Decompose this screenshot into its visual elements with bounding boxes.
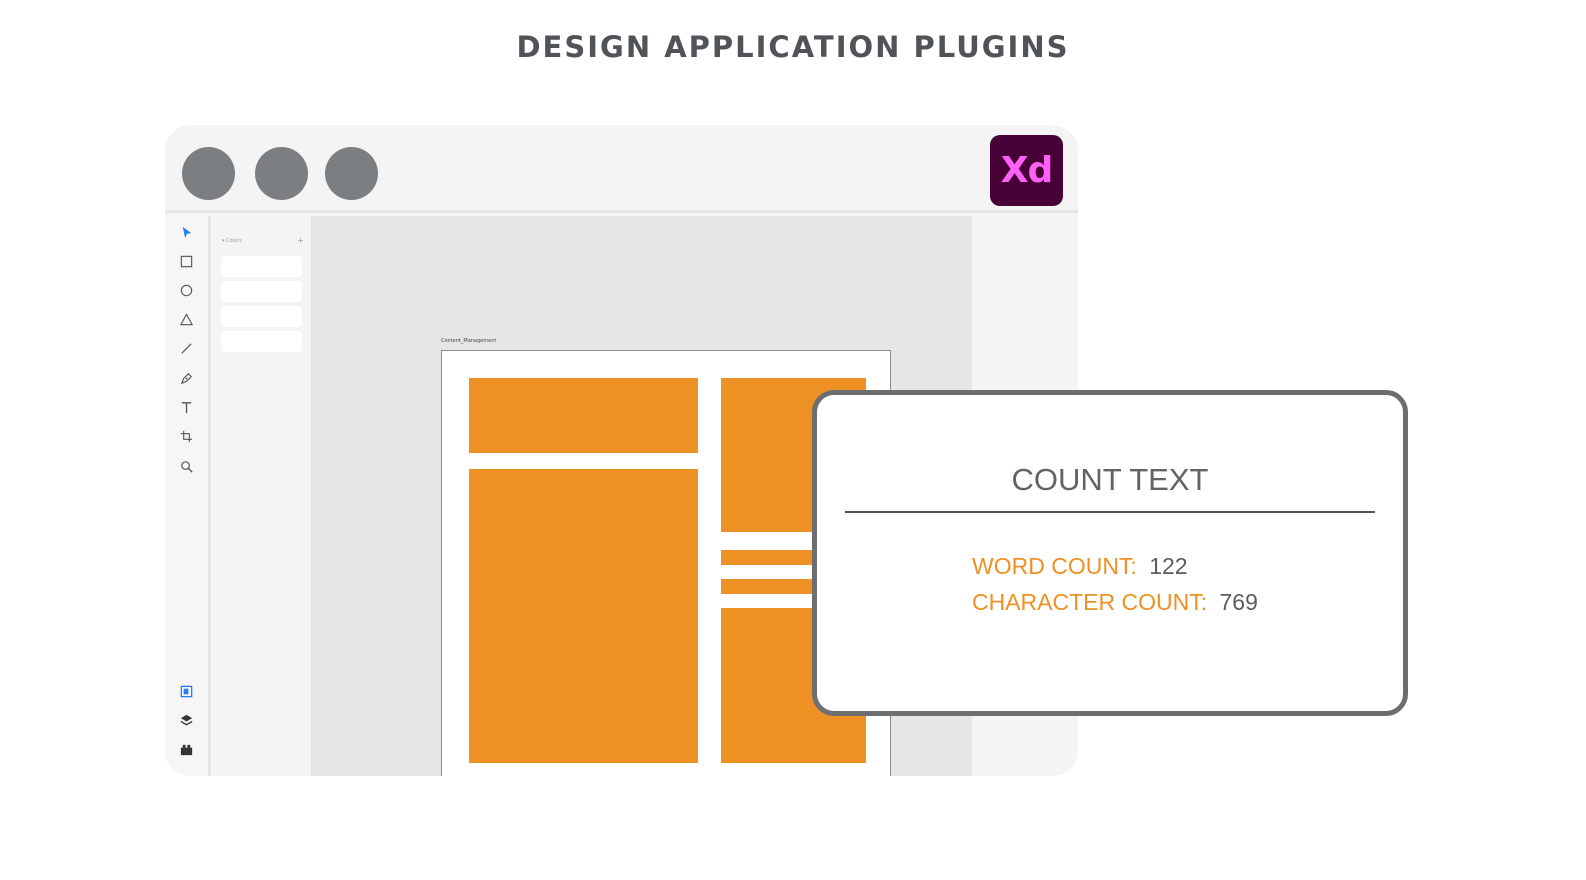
character-count-row: CHARACTER COUNT: 769 xyxy=(972,589,1258,616)
assets-colors-label: Colors xyxy=(226,238,242,244)
assets-panel: ▾ Colors + xyxy=(212,220,310,776)
tool-bar xyxy=(165,216,211,776)
color-swatch[interactable] xyxy=(221,331,302,352)
layout-block-main[interactable] xyxy=(469,469,698,763)
artboard-tool-icon[interactable] xyxy=(176,426,196,446)
word-count-value: 122 xyxy=(1149,553,1188,579)
page-title: DESIGN APPLICATION PLUGINS xyxy=(516,30,1070,64)
assets-panel-icon[interactable] xyxy=(176,681,196,701)
window-close-button[interactable] xyxy=(182,147,235,200)
xd-logo-text: Xd xyxy=(1000,150,1054,191)
window-minimize-button[interactable] xyxy=(255,147,308,200)
plugins-panel-icon[interactable] xyxy=(176,739,196,759)
character-count-value: 769 xyxy=(1219,589,1258,615)
xd-logo: Xd xyxy=(990,135,1063,206)
pen-tool-icon[interactable] xyxy=(176,368,196,388)
divider xyxy=(845,511,1375,513)
color-swatch[interactable] xyxy=(221,306,302,327)
word-count-row: WORD COUNT: 122 xyxy=(972,553,1188,580)
color-swatch[interactable] xyxy=(221,256,302,277)
line-tool-icon[interactable] xyxy=(176,338,196,358)
text-tool-icon[interactable] xyxy=(176,397,196,417)
assets-colors-header[interactable]: ▾ Colors + xyxy=(222,236,304,245)
rectangle-tool-icon[interactable] xyxy=(176,251,196,271)
chevron-down-icon: ▾ xyxy=(222,238,225,244)
title-bar: Xd xyxy=(165,125,1078,213)
add-color-button[interactable]: + xyxy=(297,236,304,245)
count-text-plugin-panel: COUNT TEXT WORD COUNT: 122 CHARACTER COU… xyxy=(812,390,1408,716)
polygon-tool-icon[interactable] xyxy=(176,309,196,329)
character-count-label: CHARACTER COUNT: xyxy=(972,589,1208,615)
artboard-name[interactable]: Content_Management xyxy=(441,338,497,344)
layout-block-header[interactable] xyxy=(469,378,698,453)
ellipse-tool-icon[interactable] xyxy=(176,280,196,300)
plugin-title: COUNT TEXT xyxy=(1011,462,1209,497)
color-swatch[interactable] xyxy=(221,281,302,302)
zoom-tool-icon[interactable] xyxy=(176,456,196,476)
word-count-label: WORD COUNT: xyxy=(972,553,1137,579)
layers-panel-icon[interactable] xyxy=(176,710,196,730)
window-maximize-button[interactable] xyxy=(325,147,378,200)
select-tool-icon[interactable] xyxy=(176,222,196,242)
